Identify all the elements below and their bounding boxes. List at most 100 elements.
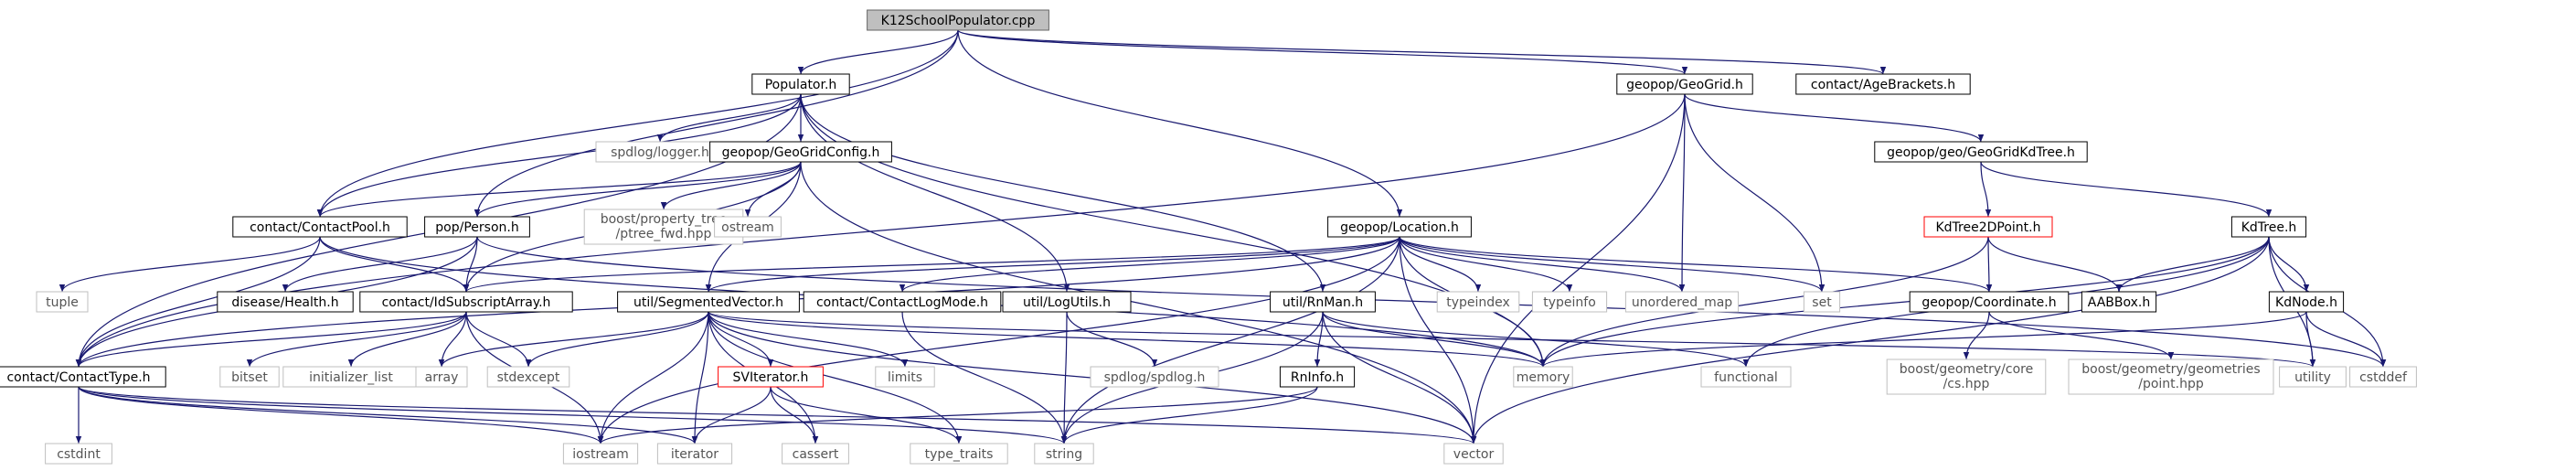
edge-kdtree2d-to-memory (1539, 236, 1989, 368)
node-contactlogmode[interactable]: contact/ContactLogMode.h (803, 291, 1002, 313)
node-initializer-list: initializer_list (282, 366, 420, 388)
node-rnman[interactable]: util/RnMan.h (1270, 291, 1376, 313)
edge-segvec-to-array (438, 311, 709, 368)
edge-location-to-string (1060, 236, 1400, 444)
node-label: contact/ContactLogMode.h (816, 295, 988, 310)
node-box (714, 216, 782, 238)
node-cassert: cassert (782, 443, 849, 465)
node-box (424, 216, 530, 238)
node-box (45, 443, 112, 465)
node-label: contact/ContactPool.h (250, 220, 390, 235)
node-label: geopop/GeoGrid.h (1626, 78, 1743, 92)
edge-idsubscript-to-bitset (246, 311, 467, 368)
node-label: geopop/Coordinate.h (1921, 295, 2056, 310)
node-svector[interactable]: SVIterator.h (718, 366, 824, 388)
node-coordinate[interactable]: geopop/Coordinate.h (1909, 291, 2070, 313)
node-label: memory (1517, 370, 1570, 385)
edge-root-to-geogrid (957, 29, 1687, 75)
node-label: geopop/Location.h (1340, 220, 1459, 235)
edge-location-to-set (1399, 236, 1826, 293)
node-label: vector (1453, 447, 1495, 462)
node-segvec[interactable]: util/SegmentedVector.h (617, 291, 800, 313)
node-box (1034, 443, 1094, 465)
node-box (1795, 73, 1971, 95)
node-agebrackets[interactable]: contact/AgeBrackets.h (1795, 73, 1971, 95)
node-idsubscript[interactable]: contact/IdSubscriptArray.h (359, 291, 573, 313)
edge-populator-to-contactpool (316, 93, 802, 218)
node-contactpool[interactable]: contact/ContactPool.h (232, 216, 408, 238)
node-label: typeinfo (1543, 295, 1596, 310)
node-box (1803, 291, 1841, 313)
edge-contactpool-to-contacttype (75, 236, 321, 368)
node-location[interactable]: geopop/Location.h (1327, 216, 1472, 238)
edge-geogridconfig-to-vector (800, 161, 1477, 444)
edge-root-to-agebrackets (957, 29, 1886, 75)
node-logger: spdlog/logger.h (595, 141, 725, 163)
edge-populator-to-rnman (800, 93, 1326, 293)
node-kdtree2d[interactable]: KdTree2DPoint.h (1923, 216, 2053, 238)
edge-person-to-health (282, 236, 478, 293)
node-aabbox[interactable]: AABBox.h (2081, 291, 2157, 313)
node-geogridconfig[interactable]: geopop/GeoGridConfig.h (709, 141, 892, 163)
node-kdnode[interactable]: KdNode.h (2268, 291, 2345, 313)
edge-segvec-to-stdexcept (525, 311, 709, 368)
edge-rnman-to-rninfo (1314, 311, 1324, 368)
edge-kdnode-to-cstddef (2305, 311, 2387, 368)
edge-geogrid-to-unordered-map (1678, 93, 1686, 293)
edge-geogridconfig-to-ostream (744, 161, 802, 218)
node-label: contact/IdSubscriptArray.h (382, 295, 551, 310)
node-unordered-map: unordered_map (1624, 291, 1740, 313)
edge-kdtree-to-aabbox (2115, 236, 2270, 293)
edge-location-to-idsubscript (463, 236, 1400, 293)
node-label: set (1812, 295, 1832, 310)
node-label: cassert (793, 447, 839, 462)
node-box (2068, 359, 2274, 395)
edge-geogridconfig-to-person (474, 161, 802, 218)
node-kdtreegrid[interactable]: geopop/geo/GeoGridKdTree.h (1874, 141, 2088, 163)
node-root[interactable]: K12SchoolPopulator.cpp (867, 9, 1049, 31)
node-label: functional (1714, 370, 1778, 385)
edge-location-to-segvec (706, 236, 1400, 293)
node-contacttype[interactable]: contact/ContactType.h (0, 366, 166, 388)
node-geogrid[interactable]: geopop/GeoGrid.h (1616, 73, 1753, 95)
edge-contacttype-to-vector (78, 386, 1476, 444)
edge-contactpool-to-idsubscript (319, 236, 470, 293)
edge-populator-to-logger (656, 93, 802, 143)
node-label: K12SchoolPopulator.cpp (881, 14, 1036, 28)
node-cstddef: cstddef (2349, 366, 2417, 388)
node-label: boost/geometry/core/cs.hpp (1900, 362, 2033, 391)
node-label: spdlog/logger.h (611, 145, 709, 160)
node-typeinfo: typeinfo (1531, 291, 1608, 313)
node-label: iostream (572, 447, 629, 462)
node-box (1327, 216, 1472, 238)
node-box (1443, 443, 1504, 465)
node-box (2268, 291, 2345, 313)
node-box (1090, 366, 1219, 388)
node-type-traits: type_traits (910, 443, 1008, 465)
node-kdtree[interactable]: KdTree.h (2230, 216, 2307, 238)
node-logutils[interactable]: util/LogUtils.h (1002, 291, 1132, 313)
node-label: typeindex (1446, 295, 1510, 310)
node-bitset: bitset (219, 366, 280, 388)
node-box (1700, 366, 1792, 388)
edge-segvec-to-utility (708, 311, 2315, 368)
node-label: util/LogUtils.h (1023, 295, 1111, 310)
node-rninfo[interactable]: RnInfo.h (1279, 366, 1356, 388)
node-box (867, 9, 1049, 31)
node-stdexcept: stdexcept (486, 366, 570, 388)
node-box (2279, 366, 2347, 388)
node-health[interactable]: disease/Health.h (217, 291, 354, 313)
dependency-edges (59, 29, 2387, 444)
node-box (1909, 291, 2070, 313)
node-box (782, 443, 849, 465)
edge-root-to-person (474, 29, 959, 218)
edge-kdtree2d-to-coordinate (1985, 236, 1993, 293)
edge-rnman-to-memory (1322, 311, 1547, 368)
node-box (217, 291, 354, 313)
node-person[interactable]: pop/Person.h (424, 216, 530, 238)
edge-person-to-cstddef (476, 236, 2386, 368)
edge-segvec-to-memory (708, 311, 1546, 368)
node-label: utility (2294, 370, 2331, 385)
node-populator[interactable]: Populator.h (751, 73, 850, 95)
